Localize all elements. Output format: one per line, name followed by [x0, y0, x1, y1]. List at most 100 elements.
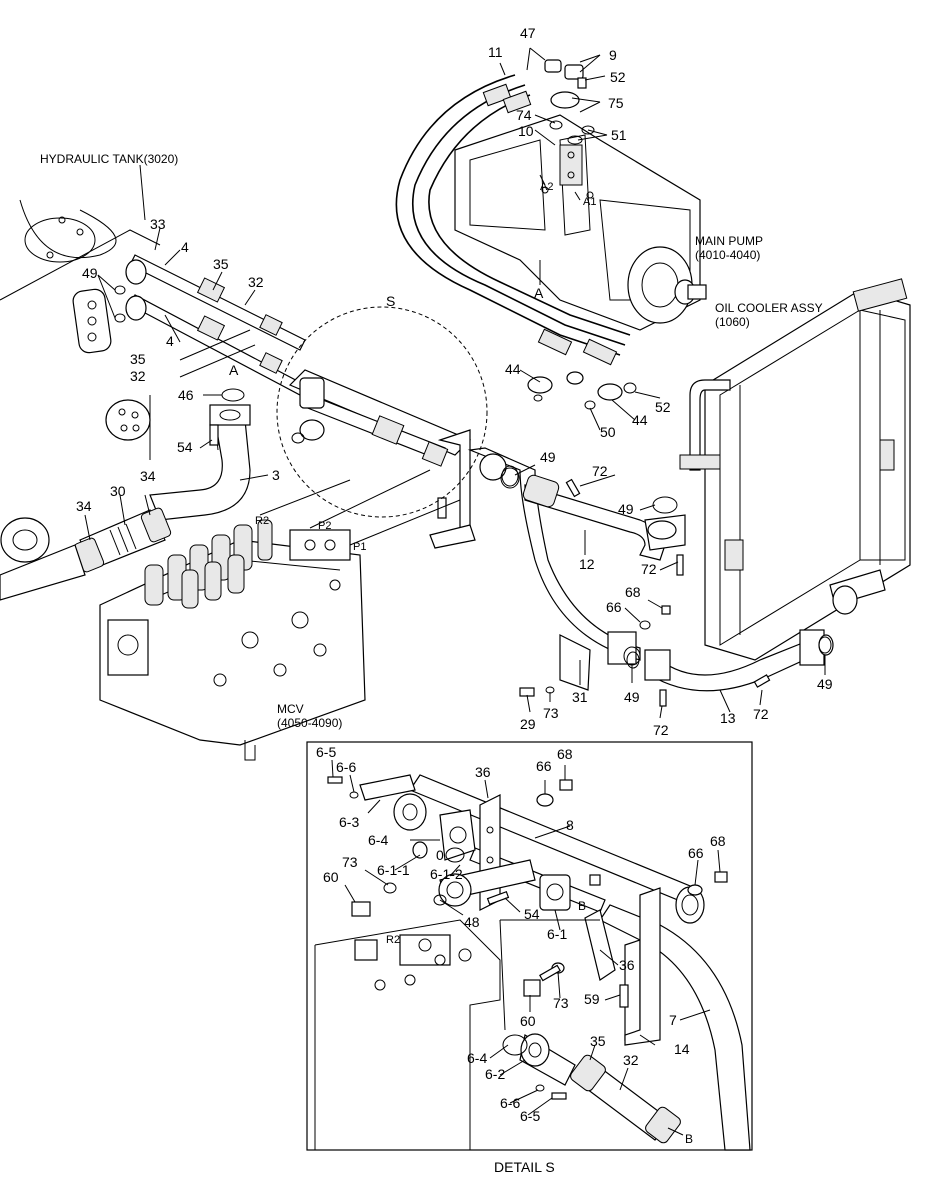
- port-a1-label: A1: [583, 196, 596, 208]
- port-r2-label: R2: [255, 515, 269, 527]
- detail-part-6-1-2: 6-1-2: [430, 866, 463, 882]
- cooler-inlet-pipe: [644, 629, 834, 692]
- part-11: 11: [488, 44, 503, 60]
- main-pump-label: MAIN PUMP: [695, 234, 763, 248]
- detail-part-73-upper: 73: [342, 854, 358, 870]
- part-31: 31: [572, 689, 588, 705]
- detail-part-66-upper: 66: [536, 758, 552, 774]
- main-pump-code: (4010-4040): [695, 248, 760, 262]
- detail-s-title: DETAIL S: [494, 1159, 555, 1175]
- detail-part-6-2: 6-2: [485, 1066, 505, 1082]
- part-33: 33: [150, 216, 166, 232]
- oil-cooler-assy: [679, 278, 911, 661]
- part-51: 51: [611, 127, 627, 143]
- oil-cooler-code: (1060): [715, 315, 750, 329]
- main-pump: [454, 114, 707, 331]
- detail-part-7: 7: [669, 1012, 677, 1028]
- part-9: 9: [609, 47, 617, 63]
- pump-pressure-hoses: [395, 74, 631, 366]
- detail-part-8: 8: [566, 817, 574, 833]
- suction-flange-disk: [105, 399, 151, 441]
- detail-part-35: 35: [590, 1033, 606, 1049]
- section-s-circle: [276, 306, 488, 518]
- part-73-main: 73: [543, 705, 559, 721]
- part-13: 13: [720, 710, 736, 726]
- part-29: 29: [520, 716, 536, 732]
- detail-part-48: 48: [464, 914, 480, 930]
- return-pipe-assembly: [288, 369, 641, 691]
- part-44-left: 44: [505, 361, 521, 377]
- detail-part-54: 54: [524, 906, 540, 922]
- section-s-label: S: [386, 293, 395, 309]
- detail-part-6-6-upper: 6-6: [336, 759, 356, 775]
- detail-part-60-lower: 60: [520, 1013, 536, 1029]
- detail-part-6-3: 6-3: [339, 814, 359, 830]
- detail-part-6-5-upper: 6-5: [316, 744, 336, 760]
- part-30: 30: [110, 483, 126, 499]
- hydraulic-tank-label: HYDRAULIC TANK(3020): [40, 152, 178, 166]
- main-control-valve: [99, 519, 366, 761]
- part-4-upper: 4: [181, 239, 189, 255]
- detail-part-36-upper: 36: [475, 764, 491, 780]
- part-47: 47: [520, 25, 536, 41]
- part-4-lower: 4: [166, 333, 174, 349]
- detail-part-6-4-upper: 6-4: [368, 832, 388, 848]
- hydraulic-tank: [0, 164, 161, 301]
- part-74: 74: [516, 107, 532, 123]
- part-49-lower: 49: [624, 689, 640, 705]
- part-32-lower: 32: [130, 368, 146, 384]
- mcv-label: MCV: [277, 702, 304, 716]
- cooler-outlet-pipe: [522, 474, 686, 561]
- leader-lines: [84, 47, 826, 719]
- part-10: 10: [518, 123, 534, 139]
- part-44-right: 44: [632, 412, 648, 428]
- part-3: 3: [272, 467, 280, 483]
- detail-part-59: 59: [584, 991, 600, 1007]
- return-hoses: [125, 254, 306, 396]
- port-p2-label: P2: [318, 520, 331, 532]
- part-66-main: 66: [606, 599, 622, 615]
- suction-hose: [0, 507, 172, 601]
- port-a2-label: A2: [540, 181, 553, 193]
- port-p1-label: P1: [353, 541, 366, 553]
- detail-part-68-right: 68: [710, 833, 726, 849]
- part-34-lower: 34: [76, 498, 92, 514]
- part-72-mid: 72: [641, 561, 657, 577]
- part-72-upper: 72: [592, 463, 608, 479]
- part-46: 46: [178, 387, 194, 403]
- part-49-flange: 49: [540, 449, 556, 465]
- part-49-right: 49: [817, 676, 833, 692]
- tank-flange-plate: [72, 285, 126, 354]
- detail-port-r2-label: R2: [386, 934, 400, 946]
- part-12: 12: [579, 556, 595, 572]
- part-35-upper: 35: [213, 256, 229, 272]
- part-32-upper: 32: [248, 274, 264, 290]
- port-a-upper-label: A: [229, 362, 239, 378]
- detail-part-73-lower: 73: [553, 995, 569, 1011]
- detail-part-14: 14: [674, 1041, 690, 1057]
- detail-part-0: 0: [436, 847, 444, 863]
- detail-port-b-label: B: [578, 899, 586, 913]
- part-49-tank: 49: [82, 265, 98, 281]
- detail-part-66-right: 66: [688, 845, 704, 861]
- part-49-cooler: 49: [618, 501, 634, 517]
- detail-part-6-1: 6-1: [547, 926, 567, 942]
- port-a-label: A: [534, 285, 544, 301]
- part-54: 54: [177, 439, 193, 455]
- suction-pipe: [149, 404, 251, 521]
- detail-part-36-lower: 36: [619, 957, 635, 973]
- detail-part-32: 32: [623, 1052, 639, 1068]
- detail-part-6-4-lower: 6-4: [467, 1050, 487, 1066]
- part-50: 50: [600, 424, 616, 440]
- part-72-lower: 72: [653, 722, 669, 738]
- detail-part-6-6-lower: 6-6: [500, 1095, 520, 1111]
- detail-part-68-upper: 68: [557, 746, 573, 762]
- detail-s-panel: [306, 741, 753, 1151]
- part-34-upper: 34: [140, 468, 156, 484]
- detail-part-6-1-1: 6-1-1: [377, 862, 410, 878]
- oil-cooler-label: OIL COOLER ASSY: [715, 301, 823, 315]
- detail-part-60-upper: 60: [323, 869, 339, 885]
- part-75: 75: [608, 95, 624, 111]
- mcv-code: (4050-4090): [277, 716, 342, 730]
